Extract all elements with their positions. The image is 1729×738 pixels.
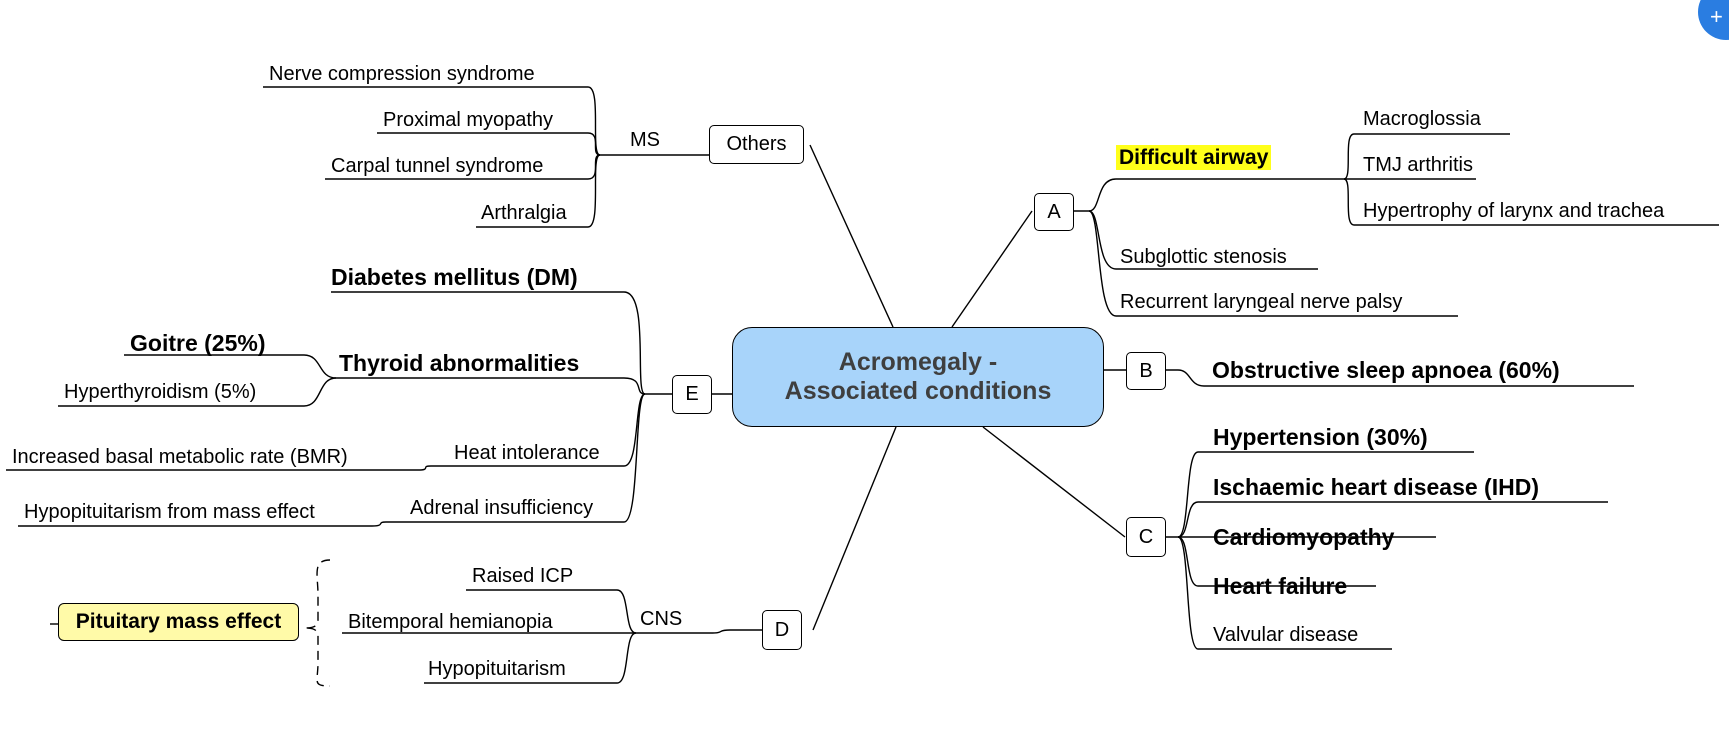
difficult-airway-label: Difficult airway (1116, 145, 1272, 170)
node-d[interactable]: D (762, 610, 802, 650)
proximal-myopathy-label: Proximal myopathy (383, 109, 554, 131)
tmj-arthritis-label: TMJ arthritis (1363, 154, 1473, 176)
central-topic[interactable]: Acromegaly - Associated conditions (732, 327, 1104, 427)
node-c[interactable]: C (1126, 517, 1166, 557)
recurrent-laryngeal-label: Recurrent laryngeal nerve palsy (1120, 291, 1403, 313)
corner-action-button[interactable]: + (1698, 0, 1729, 40)
thyroid-abnormalities-label: Thyroid abnormalities (339, 350, 580, 376)
node-e[interactable]: E (672, 375, 712, 414)
raised-icp-label: Raised ICP (472, 565, 574, 587)
heat-intolerance-label: Heat intolerance (454, 442, 600, 464)
hypopituitarism-label: Hypopituitarism (428, 658, 566, 680)
carpal-tunnel-label: Carpal tunnel syndrome (331, 155, 544, 177)
hypertrophy-label: Hypertrophy of larynx and trachea (1363, 200, 1665, 222)
central-title-line2: Associated conditions (784, 377, 1052, 405)
hyperthyroidism-label: Hyperthyroidism (5%) (64, 381, 257, 403)
bitemporal-hemianopia-label: Bitemporal hemianopia (348, 611, 553, 633)
node-others[interactable]: Others (709, 125, 804, 164)
node-a[interactable]: A (1034, 193, 1074, 231)
osa-label: Obstructive sleep apnoea (60%) (1212, 357, 1560, 383)
nerve-compression-label: Nerve compression syndrome (269, 63, 535, 85)
subglottic-stenosis-label: Subglottic stenosis (1120, 246, 1287, 268)
ms-label: MS (630, 129, 660, 151)
adrenal-insufficiency-label: Adrenal insufficiency (410, 497, 594, 519)
goitre-label: Goitre (25%) (130, 330, 266, 356)
valvular-disease-label: Valvular disease (1213, 624, 1359, 646)
ihd-label: Ischaemic heart disease (IHD) (1213, 474, 1539, 500)
pituitary-mass-effect-box[interactable]: Pituitary mass effect (58, 603, 299, 641)
node-b[interactable]: B (1126, 352, 1166, 390)
cardiomyopathy-label: Cardiomyopathy (1213, 524, 1395, 550)
macroglossia-label: Macroglossia (1363, 108, 1481, 130)
diabetes-label: Diabetes mellitus (DM) (331, 264, 578, 290)
plus-icon: + (1710, 4, 1723, 29)
connector-lines (6, 86, 1719, 687)
arthralgia-label: Arthralgia (481, 202, 567, 224)
central-title-line1: Acromegaly - (838, 347, 998, 376)
hypopituitarism-mass-effect-label: Hypopituitarism from mass effect (24, 501, 315, 523)
hypertension-label: Hypertension (30%) (1213, 424, 1428, 450)
bmr-label: Increased basal metabolic rate (BMR) (12, 446, 348, 468)
heart-failure-label: Heart failure (1213, 573, 1348, 599)
cns-label: CNS (640, 608, 683, 630)
